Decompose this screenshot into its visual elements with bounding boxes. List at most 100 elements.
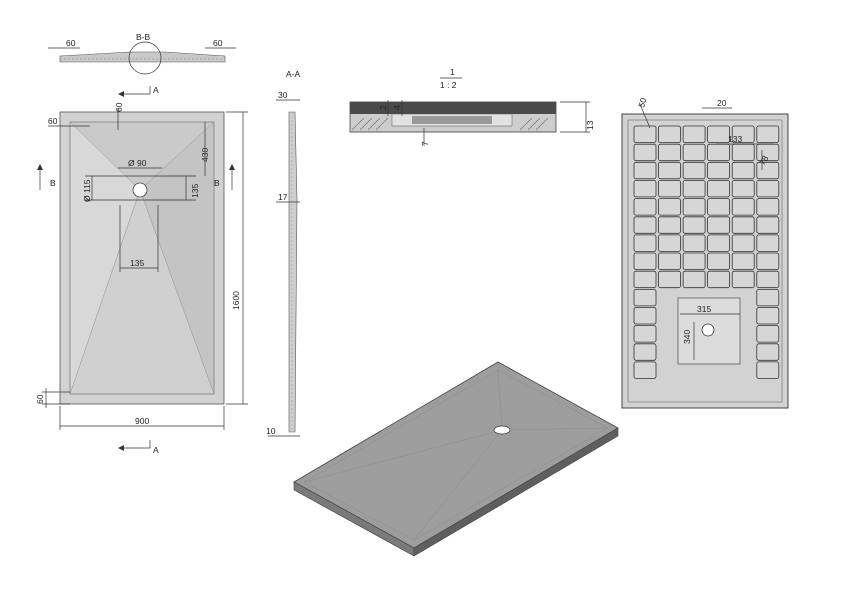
grid-cell [731, 143, 755, 162]
dim-det-13: 13 [585, 120, 595, 130]
grid-cell [682, 198, 706, 216]
dim-left-60: 60 [48, 116, 58, 126]
grid-cell [658, 161, 681, 180]
grid-cell [633, 325, 657, 343]
grid-cell [658, 252, 681, 270]
dim-top-60: 60 [114, 102, 124, 112]
grid-cell [756, 307, 780, 325]
dim-h-135: 135 [190, 184, 200, 198]
iso-side-face [413, 427, 619, 557]
dim-r-315: 315 [697, 304, 711, 314]
section-arrow-a-top: A [118, 85, 159, 97]
grid-cell [633, 361, 657, 379]
grid-cell [731, 234, 755, 252]
iso-drain [493, 425, 511, 435]
grid-cell [707, 252, 730, 270]
grid-cell [633, 179, 657, 198]
grid-cell [658, 198, 681, 216]
section-aa-view: A-A 30 17 10 [266, 69, 301, 437]
drain-hole [132, 182, 148, 198]
grid-cell [731, 216, 755, 234]
grid-cell [633, 288, 657, 307]
dim-det-4: 4 [392, 105, 402, 110]
grid-cell [707, 161, 730, 180]
grid-cell [682, 252, 706, 270]
arrow-a-top-label: A [153, 85, 159, 95]
dim-r-78: 78 [757, 154, 771, 167]
underside-drain [701, 323, 715, 337]
section-arrow-a-bottom: A [118, 440, 159, 455]
grid-cell [633, 252, 657, 270]
grid-cell [731, 198, 755, 216]
grid-cell [756, 198, 780, 216]
grid-cell [756, 343, 780, 361]
section-arrow-b-left: B [37, 164, 56, 190]
grid-cell [731, 125, 755, 143]
dim-aa-17: 17 [278, 192, 288, 202]
grid-cell [633, 198, 657, 216]
grid-cell [682, 161, 706, 180]
section-bb-view: B-B 60 60 [48, 32, 236, 75]
underside-grid [633, 125, 780, 379]
grid-cell [707, 125, 730, 143]
dim-w-900: 900 [135, 416, 149, 426]
arrow-b-right-label: B [214, 178, 220, 188]
grid-cell [658, 270, 681, 289]
section-bb-label: B-B [136, 32, 151, 42]
grid-cell [756, 288, 780, 307]
grid-cell [707, 270, 730, 289]
grid-cell [633, 307, 657, 325]
plan-view: 60 60 Ø 90 Ø 115 430 135 135 1600 60 900 [35, 102, 248, 430]
grid-cell [682, 143, 706, 162]
grid-cell [633, 216, 657, 234]
grid-cell [707, 179, 730, 198]
grid-cell [682, 270, 706, 289]
grid-cell [756, 361, 780, 379]
grid-cell [756, 252, 780, 270]
grid-cell [633, 143, 657, 162]
grid-cell [731, 179, 755, 198]
dim-r-340: 340 [682, 330, 692, 344]
dim-aa-10: 10 [266, 426, 276, 436]
scale-den: 1 : 2 [440, 80, 457, 90]
grid-cell [731, 161, 755, 180]
grid-cell [682, 234, 706, 252]
dim-det-2: 2 [378, 105, 388, 110]
dim-w-135: 135 [130, 258, 144, 268]
grid-cell [633, 125, 657, 143]
grid-cell [756, 125, 780, 143]
grid-cell [756, 216, 780, 234]
section-arrow-b-right: B [214, 164, 235, 190]
grid-cell [658, 125, 681, 143]
grid-cell [756, 270, 780, 289]
grid-cell [731, 252, 755, 270]
section-aa-label: A-A [286, 69, 301, 79]
grid-cell [682, 216, 706, 234]
dim-r-133: 133 [728, 134, 742, 144]
grid-cell [633, 234, 657, 252]
scale-num: 1 [450, 67, 455, 77]
grid-cell [658, 234, 681, 252]
grid-cell [707, 198, 730, 216]
dim-bb-right: 60 [213, 38, 223, 48]
detail-circle [128, 41, 162, 75]
grid-cell [707, 216, 730, 234]
grid-cell [633, 161, 657, 180]
dim-aa-30: 30 [278, 90, 288, 100]
grid-cell [707, 234, 730, 252]
dim-r-50: 50 [636, 97, 648, 109]
grid-cell [756, 325, 780, 343]
dim-bottom-60: 60 [35, 394, 45, 404]
grid-cell [756, 179, 780, 198]
arrow-b-left-label: B [50, 178, 56, 188]
grid-cell [682, 125, 706, 143]
arrow-a-bottom-label: A [153, 445, 159, 455]
grid-cell [682, 179, 706, 198]
grid-cell [658, 179, 681, 198]
dim-drain-90: Ø 90 [128, 158, 147, 168]
isometric-view [293, 361, 619, 557]
dim-drain-115: Ø 115 [82, 179, 92, 202]
grid-cell [658, 216, 681, 234]
grid-cell [658, 143, 681, 162]
